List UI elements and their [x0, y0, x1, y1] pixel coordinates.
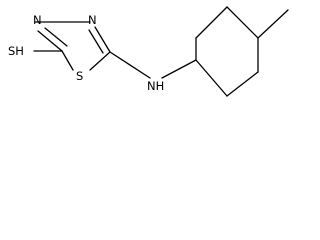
chemical-structure: SH N N S NH: [8, 6, 289, 97]
atom-label-ring-nitrogen-right: N: [88, 13, 97, 27]
atom-label-ring-sulfur: S: [76, 69, 83, 83]
bond-n4-c5: [94, 26, 111, 53]
cyclohexane-ring: [195, 6, 259, 97]
bond-c5-s1: [89, 51, 111, 71]
bond-c2-n3: [37, 30, 63, 52]
atom-label-thiol: SH: [8, 44, 24, 58]
bond-n4-c5-double: [88, 29, 104, 54]
atom-label-amine: NH: [147, 79, 164, 93]
bond-nh-cyclohexyl: [161, 59, 197, 79]
bond-methyl: [257, 9, 289, 39]
atom-label-ring-nitrogen-left: N: [33, 13, 42, 27]
bond-c2-n3-double: [44, 27, 68, 47]
thiadiazole-ring: [34, 21, 111, 71]
bond-c5-nh: [109, 51, 151, 79]
bond-s1-c2: [61, 50, 74, 71]
